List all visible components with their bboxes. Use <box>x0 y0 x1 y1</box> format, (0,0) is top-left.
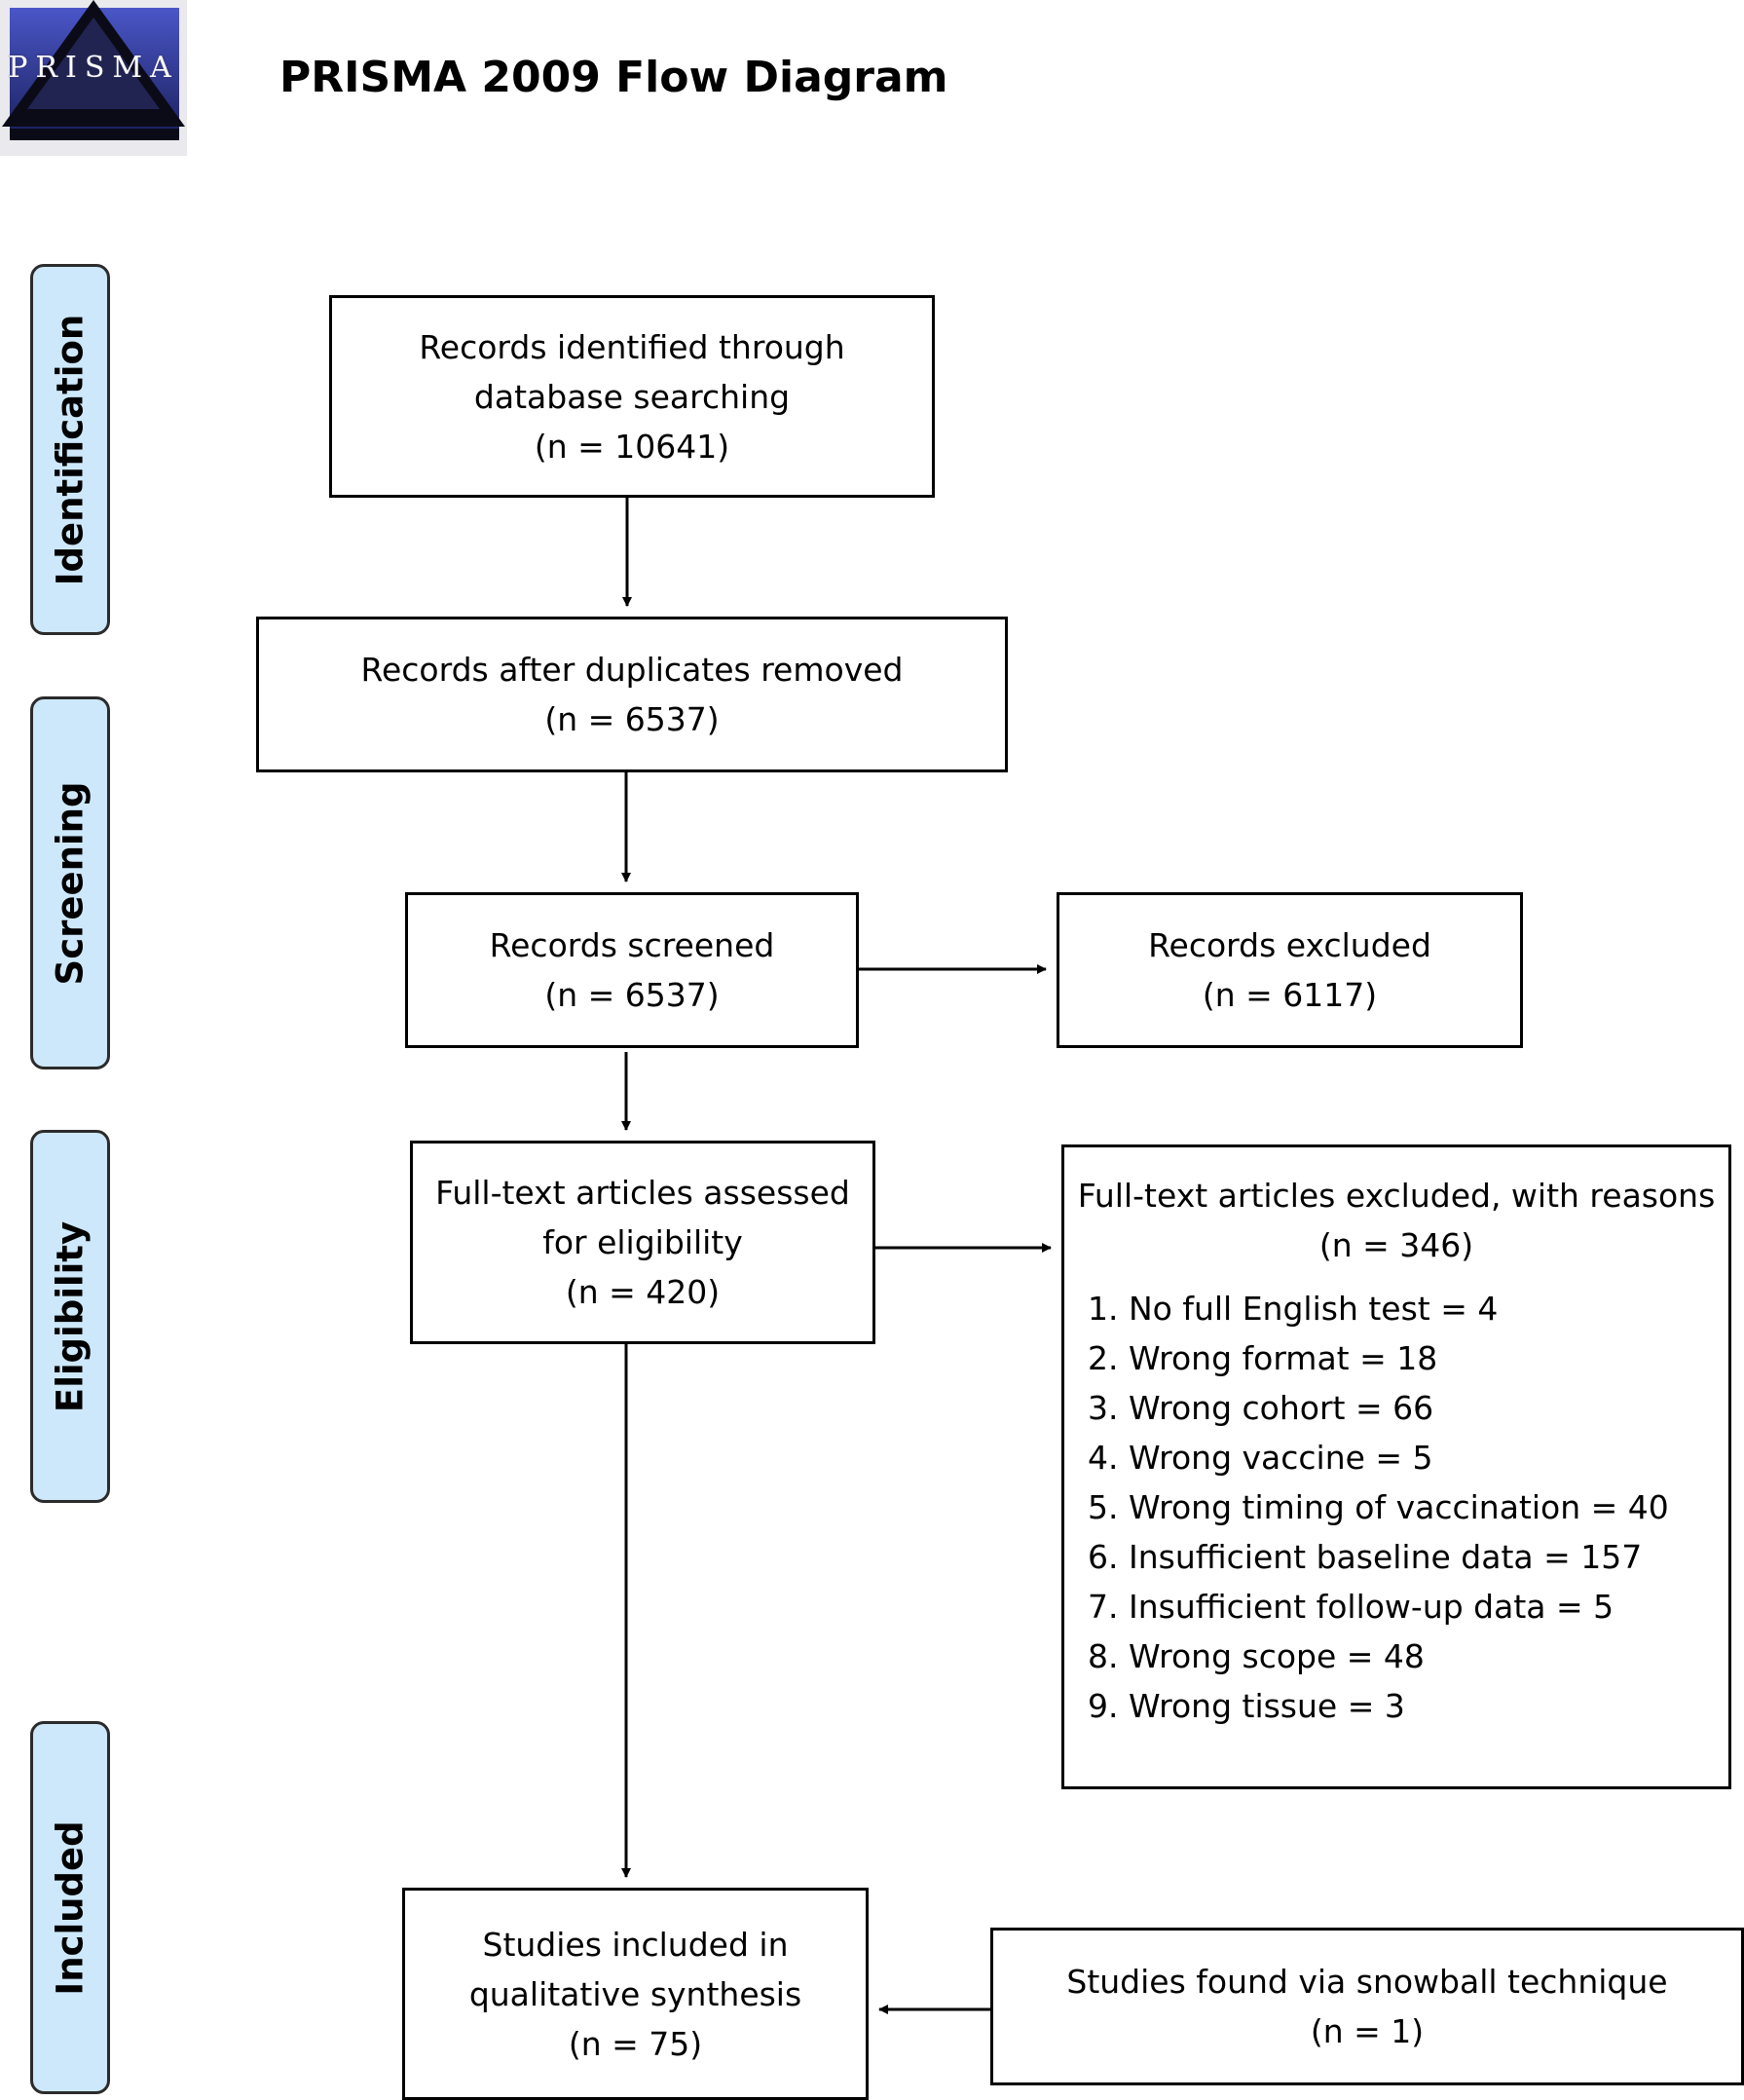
exclusion-reason: 3. Wrong cohort = 66 <box>1088 1389 1434 1427</box>
phase-identification: Identification <box>30 264 110 635</box>
box-records-identified: Records identified through database sear… <box>329 295 935 498</box>
page-title: PRISMA 2009 Flow Diagram <box>279 53 948 102</box>
box-full-text-excluded-count: (n = 346) <box>1318 1226 1474 1264</box>
prisma-logo-graphic <box>2 0 185 140</box>
phase-included-label: Included <box>49 1819 92 1996</box>
box-records-excluded-count: (n = 6117) <box>1202 976 1378 1014</box>
box-full-text-assessed-line1: Full-text articles assessed <box>435 1174 850 1212</box>
exclusion-reason: 4. Wrong vaccine = 5 <box>1088 1439 1433 1477</box>
box-snowball-line1: Studies found via snowball technique <box>1066 1963 1668 2001</box>
box-records-identified-count: (n = 10641) <box>534 427 730 466</box>
phase-screening-label: Screening <box>49 781 92 985</box>
box-snowball: Studies found via snowball technique (n … <box>990 1928 1744 2085</box>
prisma-logo-text: PRISMA <box>8 51 179 85</box>
phase-eligibility: Eligibility <box>30 1130 110 1503</box>
phase-eligibility-label: Eligibility <box>49 1220 92 1412</box>
exclusion-reason: 6. Insufficient baseline data = 157 <box>1088 1538 1643 1576</box>
phase-identification-label: Identification <box>49 314 92 585</box>
box-records-screened-line1: Records screened <box>489 926 775 964</box>
box-records-identified-line1: Records identified through <box>419 327 845 366</box>
box-records-excluded-line1: Records excluded <box>1148 926 1431 964</box>
box-records-screened: Records screened (n = 6537) <box>405 892 859 1048</box>
box-after-duplicates-count: (n = 6537) <box>544 700 720 738</box>
exclusion-reason: 8. Wrong scope = 48 <box>1088 1637 1425 1675</box>
box-records-screened-count: (n = 6537) <box>544 976 720 1014</box>
exclusion-reason: 5. Wrong timing of vaccination = 40 <box>1088 1488 1669 1526</box>
box-snowball-count: (n = 1) <box>1310 2012 1425 2050</box>
box-records-excluded: Records excluded (n = 6117) <box>1057 892 1523 1048</box>
box-after-duplicates-line1: Records after duplicates removed <box>360 651 904 689</box>
box-full-text-assessed: Full-text articles assessed for eligibil… <box>410 1141 875 1344</box>
exclusion-reason: 7. Insufficient follow-up data = 5 <box>1088 1588 1614 1626</box>
box-studies-included-count: (n = 75) <box>568 2024 703 2063</box>
box-full-text-excluded-line1: Full-text articles excluded, with reason… <box>1077 1177 1716 1215</box>
box-studies-included-line2: qualitative synthesis <box>468 1974 802 2013</box>
exclusion-reason: 1. No full English test = 4 <box>1088 1290 1499 1328</box>
box-after-duplicates: Records after duplicates removed (n = 65… <box>256 617 1008 772</box>
box-records-identified-line2: database searching <box>473 377 791 416</box>
box-full-text-excluded: Full-text articles excluded, with reason… <box>1061 1144 1731 1789</box>
exclusion-reason: 2. Wrong format = 18 <box>1088 1339 1438 1377</box>
prisma-logo: PRISMA <box>0 0 187 156</box>
exclusion-reason: 9. Wrong tissue = 3 <box>1088 1687 1405 1725</box>
box-studies-included: Studies included in qualitative synthesi… <box>402 1888 869 2100</box>
box-studies-included-line1: Studies included in <box>482 1925 789 1964</box>
phase-screening: Screening <box>30 696 110 1069</box>
phase-included: Included <box>30 1721 110 2094</box>
box-full-text-assessed-count: (n = 420) <box>565 1273 721 1311</box>
exclusion-reasons-list: 1. No full English test = 4 2. Wrong for… <box>1064 1284 1728 1731</box>
box-full-text-assessed-line2: for eligibility <box>542 1223 743 1261</box>
